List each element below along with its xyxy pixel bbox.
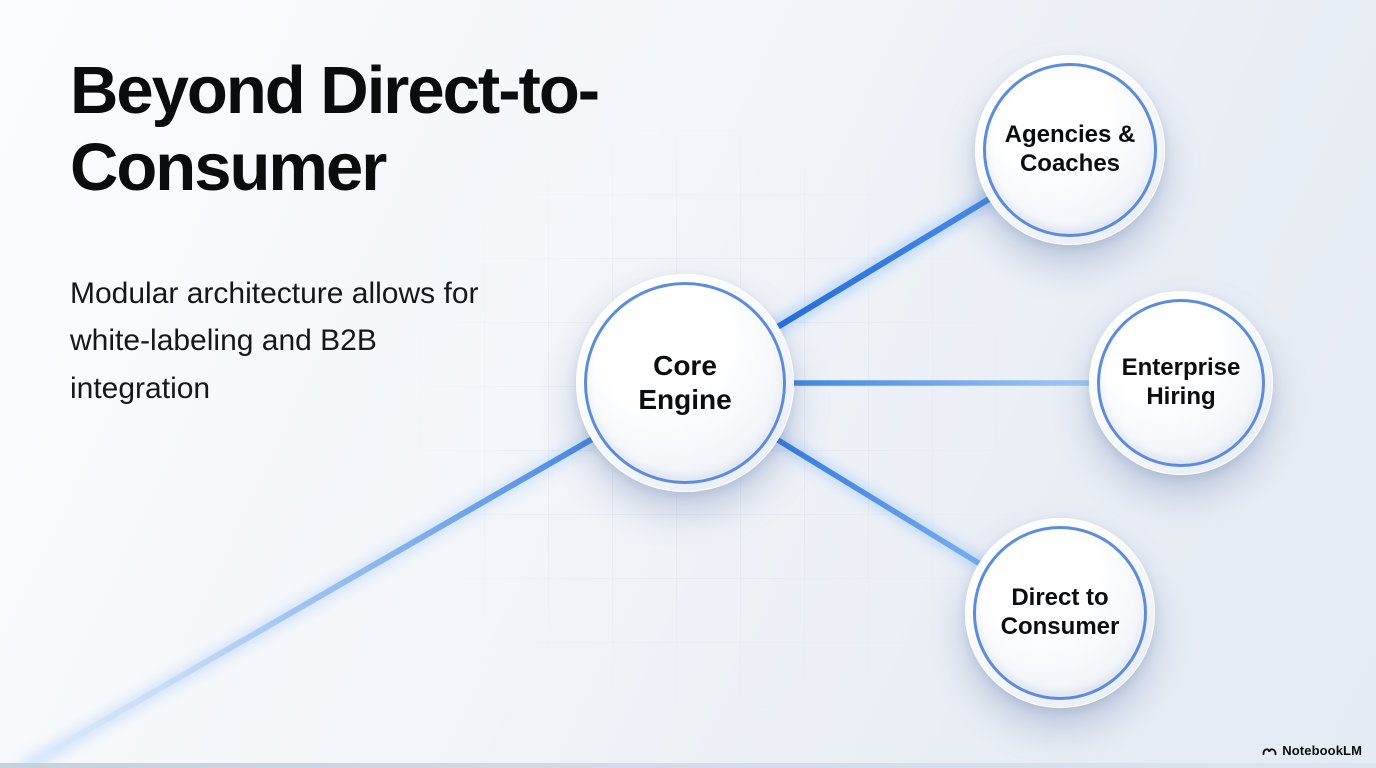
notebooklm-branding: NotebookLM xyxy=(1262,743,1362,758)
node-direct-to-consumer-label: Direct to Consumer xyxy=(1000,584,1120,640)
node-core-engine: Core Engine xyxy=(576,274,794,492)
notebooklm-logo-icon xyxy=(1262,744,1277,757)
node-agencies-coaches-label: Agencies & Coaches xyxy=(1004,121,1136,177)
notebooklm-brand-text: NotebookLM xyxy=(1282,743,1362,758)
node-direct-to-consumer: Direct to Consumer xyxy=(965,518,1155,708)
bottom-edge-strip xyxy=(0,763,1376,768)
connector-core-to-offscreen xyxy=(15,397,663,768)
node-enterprise-hiring: Enterprise Hiring xyxy=(1089,291,1273,475)
slide-subtitle: Modular architecture allows for white-la… xyxy=(70,277,479,405)
node-core-engine-label: Core Engine xyxy=(638,350,732,415)
node-enterprise-hiring-label: Enterprise Hiring xyxy=(1121,354,1241,410)
node-agencies-coaches: Agencies & Coaches xyxy=(975,55,1165,245)
slide-title: Beyond Direct-to-Consumer xyxy=(70,53,600,206)
